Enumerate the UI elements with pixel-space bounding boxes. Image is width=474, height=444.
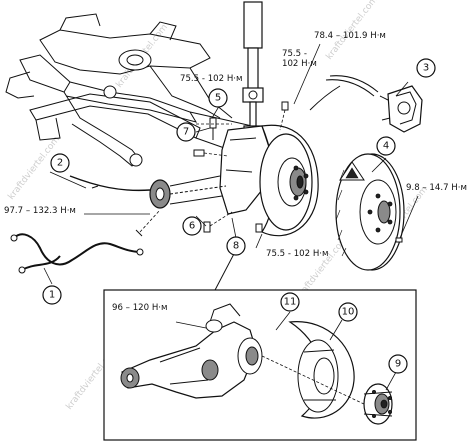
callout-8-number: 8 <box>233 241 239 252</box>
torque-label-shock-upper-2: 102 Н·м <box>282 59 317 69</box>
torque-label-disc-screw: 9.8 – 14.7 Н·м <box>406 183 467 193</box>
callout-10-number: 10 <box>342 307 355 318</box>
leader-lines <box>43 43 419 285</box>
leader-line-t6 <box>255 233 263 249</box>
callout-4-number: 4 <box>383 141 389 152</box>
torque-label-shock-bolt: 75.5 - 102 Н·м <box>180 74 243 84</box>
callout-7: 7 <box>176 122 196 142</box>
callout-5-number: 5 <box>215 93 221 104</box>
brake-hose <box>69 175 151 192</box>
knuckle-assembly <box>219 124 319 237</box>
callout-6-number: 6 <box>189 221 195 232</box>
bushing-mount <box>149 175 227 209</box>
callout-10: 10 <box>338 302 358 322</box>
bolts <box>135 101 403 243</box>
callout-3-number: 3 <box>423 63 429 74</box>
rear-subframe <box>5 13 253 167</box>
parking-brake-cable <box>10 233 144 274</box>
callout-6: 6 <box>182 216 202 236</box>
callout-9: 9 <box>388 354 408 374</box>
callout-8: 8 <box>226 236 246 256</box>
torque-labels: 78.4 – 101.9 Н·м 75.5 - 102 Н·м 75.5 - 1… <box>4 31 467 313</box>
callout-11-number: 11 <box>284 297 297 308</box>
callouts: 1 2 3 4 5 6 7 8 <box>42 58 436 374</box>
torque-label-caliper: 78.4 – 101.9 Н·м <box>314 31 386 41</box>
torque-label-knuckle-bolt: 75.5 - 102 Н·м <box>266 249 329 259</box>
callout-3: 3 <box>416 58 436 78</box>
callout-5: 5 <box>208 88 228 108</box>
warning-triangle-icon <box>339 161 365 181</box>
leader-line-8 <box>213 249 237 293</box>
callout-1-number: 1 <box>49 290 55 301</box>
callout-1: 1 <box>42 285 62 305</box>
brake-caliper <box>309 75 423 133</box>
torque-label-shock-upper-1: 75.5 - <box>282 49 307 59</box>
brake-disc <box>335 153 405 271</box>
callout-11: 11 <box>280 292 300 312</box>
torque-label-trailing-arm: 97.7 – 132.3 Н·м <box>4 206 76 216</box>
shock-absorber <box>242 1 264 139</box>
callout-4: 4 <box>376 136 396 156</box>
callout-2: 2 <box>50 153 70 173</box>
callout-9-number: 9 <box>395 359 401 370</box>
callout-2-number: 2 <box>57 158 63 169</box>
detail-inset <box>103 289 417 441</box>
torque-label-inset: 96 – 120 Н·м <box>112 303 168 313</box>
callout-7-number: 7 <box>183 127 189 138</box>
